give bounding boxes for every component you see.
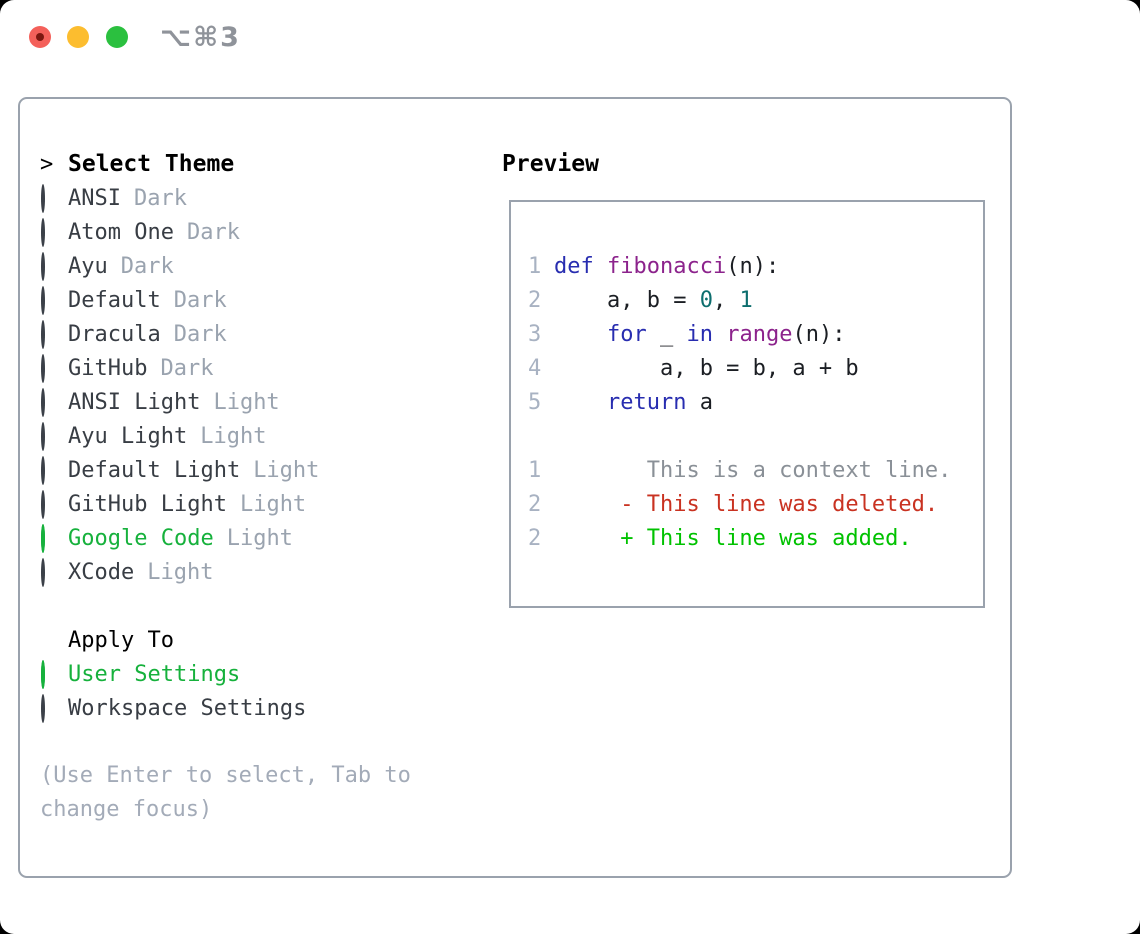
theme-variant: Light: [147, 559, 214, 585]
theme-option-ansi-light[interactable]: ANSI Light Light: [40, 385, 411, 419]
theme-option-github-dark[interactable]: GitHub Dark: [40, 351, 411, 385]
apply-to-user-settings[interactable]: User Settings: [40, 657, 411, 691]
window-title-shortcut: ⌥⌘3: [160, 22, 241, 53]
theme-option-xcode-light[interactable]: XCode Light: [40, 555, 411, 589]
line-number: 2: [528, 526, 542, 551]
theme-variant: Dark: [173, 287, 227, 313]
theme-name: Google Code: [68, 525, 214, 551]
titlebar: ⌥⌘3: [0, 0, 1140, 70]
theme-name: Default Light: [68, 457, 241, 483]
theme-name: Atom One: [68, 219, 174, 245]
apply-to-option-label: Workspace Settings: [68, 695, 307, 721]
line-number: 1: [528, 254, 542, 279]
close-button[interactable]: [29, 26, 51, 48]
apply-to-option-label: User Settings: [68, 661, 241, 687]
radio-selected-icon: [41, 523, 45, 553]
line-number: 2: [528, 492, 542, 517]
code-line: 4 a, b = b, a + b: [528, 352, 983, 386]
apply-to-title: Apply To: [68, 627, 174, 653]
theme-variant: Dark: [133, 185, 187, 211]
radio-icon: [41, 217, 45, 247]
close-dot-icon: [36, 33, 44, 41]
theme-variant: Light: [253, 457, 320, 483]
radio-icon: [41, 387, 45, 417]
preview-title: Preview: [502, 151, 599, 177]
radio-icon: [41, 557, 45, 587]
radio-icon: [41, 353, 45, 383]
radio-icon: [41, 319, 45, 349]
code-line: 5 return a: [528, 386, 983, 420]
code-line: 3 for _ in range(n):: [528, 318, 983, 352]
theme-option-atom-one-dark[interactable]: Atom One Dark: [40, 215, 411, 249]
theme-variant: Dark: [173, 321, 227, 347]
maximize-button[interactable]: [106, 26, 128, 48]
theme-name: GitHub Light: [68, 491, 227, 517]
theme-variant: Light: [226, 525, 293, 551]
theme-name: Dracula: [68, 321, 161, 347]
radio-icon: [41, 489, 45, 519]
line-number: 2: [528, 288, 542, 313]
theme-variant: Dark: [160, 355, 214, 381]
theme-name: XCode: [68, 559, 135, 585]
code-line: 1 This is a context line.: [528, 454, 983, 488]
theme-option-google-code-light[interactable]: Google Code Light: [40, 521, 411, 555]
apply-to-workspace-settings[interactable]: Workspace Settings: [40, 691, 411, 725]
help-text-line-1: (Use Enter to select, Tab to: [40, 763, 411, 788]
line-number: 3: [528, 322, 542, 347]
theme-list: > Select Theme ANSI Dark Atom One Dark A…: [40, 147, 411, 827]
radio-icon: [41, 455, 45, 485]
theme-list-header: > Select Theme: [40, 147, 411, 181]
theme-variant: Light: [200, 423, 267, 449]
theme-picker-panel: > Select Theme ANSI Dark Atom One Dark A…: [18, 97, 1012, 878]
help-text-line-2: change focus): [40, 797, 213, 822]
theme-option-ansi-dark[interactable]: ANSI Dark: [40, 181, 411, 215]
code-line: 2 a, b = 0, 1: [528, 284, 983, 318]
theme-list-title: Select Theme: [68, 151, 235, 177]
radio-icon: [41, 251, 45, 281]
theme-variant: Dark: [186, 219, 240, 245]
radio-icon: [41, 421, 45, 451]
spacer: [40, 725, 411, 759]
code-line: 2 + This line was added.: [528, 522, 983, 556]
code-line: [528, 420, 983, 454]
theme-name: Ayu Light: [68, 423, 188, 449]
theme-option-default-light[interactable]: Default Light Light: [40, 453, 411, 487]
theme-option-ayu-dark[interactable]: Ayu Dark: [40, 249, 411, 283]
theme-option-github-light[interactable]: GitHub Light Light: [40, 487, 411, 521]
apply-to-header: Apply To: [40, 623, 411, 657]
theme-variant: Light: [213, 389, 280, 415]
theme-variant: Dark: [120, 253, 174, 279]
cursor-icon: >: [40, 151, 54, 177]
radio-icon: [41, 693, 45, 723]
theme-option-ayu-light[interactable]: Ayu Light Light: [40, 419, 411, 453]
theme-name: Default: [68, 287, 161, 313]
radio-icon: [41, 285, 45, 315]
line-number: 5: [528, 390, 542, 415]
minimize-button[interactable]: [67, 26, 89, 48]
theme-option-default-dark[interactable]: Default Dark: [40, 283, 411, 317]
line-number: 4: [528, 356, 542, 381]
radio-selected-icon: [41, 659, 45, 689]
code-line: 2 - This line was deleted.: [528, 488, 983, 522]
radio-icon: [41, 183, 45, 213]
theme-name: Ayu: [68, 253, 108, 279]
theme-name: ANSI: [68, 185, 121, 211]
theme-name: ANSI Light: [68, 389, 201, 415]
theme-option-dracula-dark[interactable]: Dracula Dark: [40, 317, 411, 351]
spacer: [40, 589, 411, 623]
theme-variant: Light: [239, 491, 307, 517]
theme-name: GitHub: [68, 355, 148, 381]
line-number: 1: [528, 458, 542, 483]
